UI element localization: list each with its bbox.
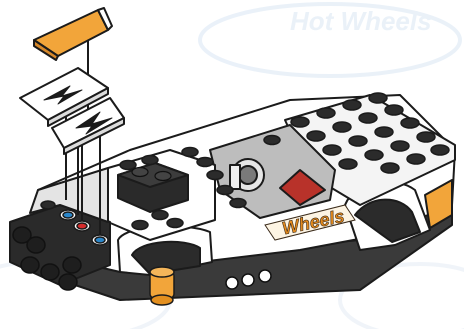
orange-axle: [150, 267, 174, 305]
watermark-text: Hot Wheels: [290, 6, 432, 36]
blue-pin-left: [60, 210, 76, 220]
windshield-orange: [34, 8, 112, 60]
blue-pin-right: [92, 235, 108, 245]
red-pin: [74, 221, 90, 231]
